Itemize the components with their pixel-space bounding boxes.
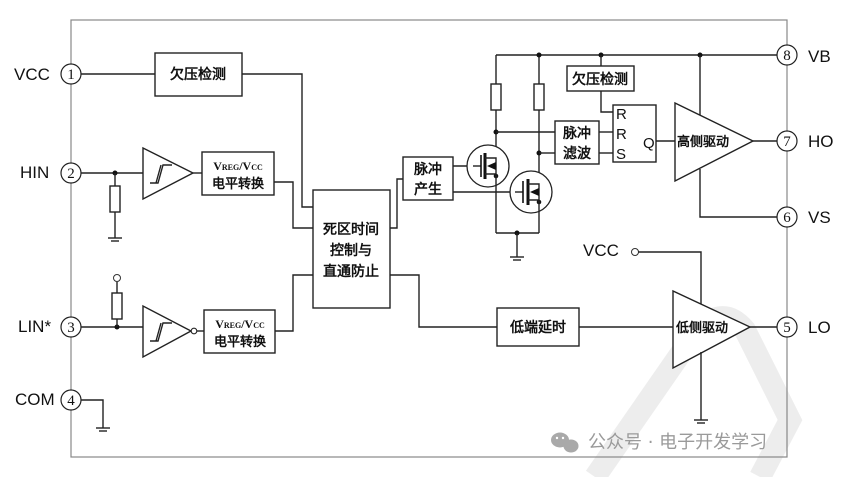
ground-icon (96, 427, 110, 432)
watermark-text: 公众号 · 电子开发学习 (588, 432, 767, 453)
latch-r1-label: R (616, 106, 627, 123)
level-shift-hin-block: VREG/VCC 电平转换 (201, 151, 275, 196)
pin-label: VCC (14, 65, 50, 84)
ground-icon (108, 237, 122, 242)
schmitt-inverter-lin (142, 304, 198, 359)
uvlo-low-block: 欠压检测 (154, 52, 243, 97)
vreg-vcc-label: VREG/VCC (213, 159, 263, 173)
level-shift-lin-block: VREG/VCC 电平转换 (203, 309, 276, 354)
pin-label: COM (15, 390, 55, 409)
deadtime-shootthrough-block: 死区时间 控制与 直通防止 (312, 189, 391, 309)
pullup-terminal (113, 274, 121, 282)
pin-number: 8 (783, 48, 791, 64)
block-label: 电平转换 (214, 334, 267, 350)
block-label: 直通防止 (323, 263, 379, 280)
load-resistor-1 (490, 83, 502, 111)
pin-number: 4 (67, 393, 75, 409)
chip-outline (70, 19, 788, 458)
block-label: 脉冲 (413, 161, 442, 178)
pin-label: LIN* (18, 317, 51, 336)
block-label: 死区时间 (322, 221, 379, 238)
pin-5-lo: 5 LO (776, 316, 831, 338)
vreg-vcc-label: VREG/VCC (215, 317, 265, 331)
block-label: 高侧驱动 (677, 134, 729, 150)
low-delay-block: 低端延时 (496, 307, 580, 347)
block-label: 欠压检测 (170, 66, 226, 83)
block-label: 电平转换 (212, 176, 265, 192)
pin-label: HIN (20, 163, 49, 182)
latch-q-label: Q (643, 135, 655, 152)
latch-s-label: S (616, 146, 626, 163)
block-label: 控制与 (330, 242, 372, 259)
block-label: 脉冲 (562, 125, 591, 142)
pin-number: 6 (783, 210, 791, 226)
rs-latch-block: R R S Q (612, 104, 657, 163)
pin-label: VS (808, 208, 831, 227)
vcc-terminal (631, 248, 639, 256)
mosfet-2-icon (509, 170, 553, 214)
pin-label: LO (808, 318, 831, 337)
low-side-driver: 低侧驱动 (672, 289, 752, 370)
pin-2-hin: HIN 2 (20, 162, 82, 184)
block-label: 低端延时 (509, 319, 566, 336)
pin-number: 3 (67, 320, 75, 336)
pin-3-lin: LIN* 3 (18, 316, 82, 338)
mosfet-1-icon (466, 144, 510, 188)
pin-4-com: COM 4 (15, 389, 82, 411)
pin-8-vb: 8 VB (776, 44, 831, 66)
ground-icon (694, 419, 708, 424)
schmitt-buffer-hin (142, 146, 195, 201)
ground-icon (510, 256, 524, 261)
pulldown-resistor (109, 185, 121, 213)
pin-number: 2 (67, 166, 75, 182)
watermark: 公众号 · 电子开发学习 (551, 432, 767, 453)
pin-number: 1 (67, 67, 75, 83)
pulse-generator-block: 脉冲 产生 (402, 156, 454, 201)
load-resistor-2 (533, 83, 545, 111)
uvlo-high-block: 欠压检测 (566, 65, 635, 92)
pin-label: VB (808, 47, 831, 66)
pin-6-vs: 6 VS (776, 206, 831, 228)
internal-vcc-label: VCC (583, 241, 619, 260)
latch-r2-label: R (616, 126, 627, 143)
high-side-driver: 高侧驱动 (674, 101, 755, 183)
wechat-icon (551, 432, 579, 453)
pulse-filter-block: 脉冲 滤波 (554, 120, 600, 165)
block-label: 欠压检测 (572, 71, 628, 88)
pullup-resistor (111, 292, 123, 320)
block-label: 滤波 (563, 145, 592, 162)
pin-label: HO (808, 132, 834, 151)
block-label: 低侧驱动 (675, 320, 728, 336)
block-label: 产生 (414, 181, 442, 198)
pin-number: 7 (783, 134, 791, 150)
pin-number: 5 (783, 320, 791, 336)
pin-7-ho: 7 HO (776, 130, 834, 152)
pin-1-vcc: VCC 1 (14, 63, 82, 85)
